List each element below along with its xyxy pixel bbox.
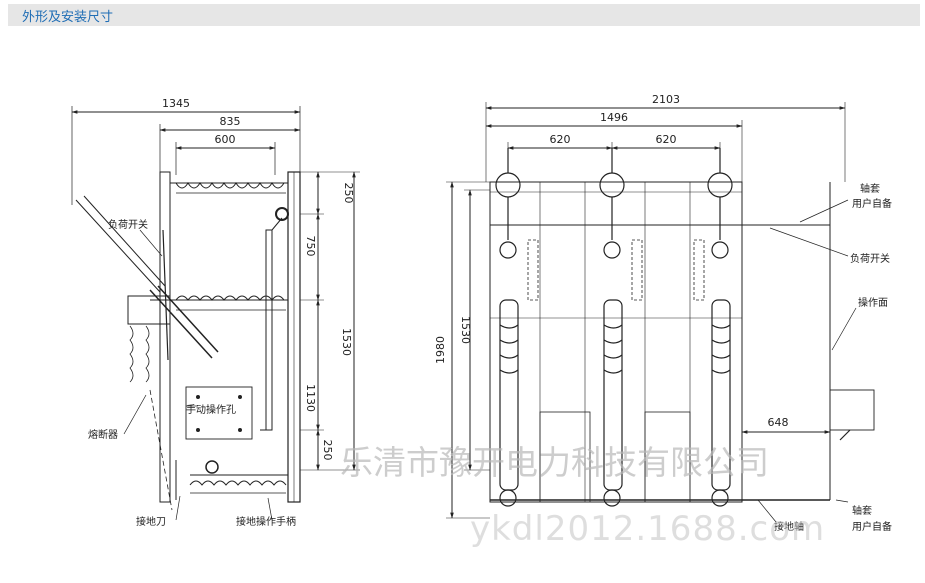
dim-835: 835 [220, 115, 241, 128]
label-load-switch-right: 负荷开关 [850, 252, 890, 265]
dim-620-left: 620 [550, 133, 571, 146]
label-load-switch-left: 负荷开关 [108, 218, 148, 231]
label-shaft-sleeve-bottom: 轴套 [852, 504, 872, 517]
header-bar: 外形及安装尺寸 [8, 4, 920, 26]
dim-1496: 1496 [600, 111, 628, 124]
dim-750: 750 [304, 236, 317, 257]
label-user-supplied-top: 用户自备 [852, 197, 892, 210]
left-side-view [71, 106, 360, 521]
dim-1980: 1980 [434, 336, 447, 364]
dim-250-top: 250 [342, 183, 355, 204]
dim-1530-left: 1530 [340, 328, 353, 356]
label-user-supplied-bottom: 用户自备 [852, 520, 892, 533]
dim-648: 648 [768, 416, 789, 429]
watermark-site: ykdl2012.1688.com [470, 509, 825, 549]
label-earthing-shaft: 接地轴 [774, 520, 804, 533]
label-shaft-sleeve-top: 轴套 [860, 182, 880, 195]
label-manual-hole: 手动操作孔 [186, 403, 236, 416]
label-fuse: 熔断器 [88, 428, 118, 441]
dim-2103: 2103 [652, 93, 680, 106]
label-earthing-switch: 接地刀 [136, 515, 166, 528]
page-title: 外形及安装尺寸 [22, 10, 114, 25]
watermark-company: 乐清市豫开电力科技有限公司 [340, 443, 769, 482]
label-operating-face: 操作面 [858, 296, 888, 309]
right-front-view [446, 102, 875, 523]
dim-600: 600 [215, 133, 236, 146]
dim-1130: 1130 [304, 384, 317, 412]
dim-250-bottom: 250 [321, 440, 334, 461]
dim-1530-right: 1530 [459, 316, 472, 344]
dim-620-right: 620 [656, 133, 677, 146]
dim-1345: 1345 [162, 97, 190, 110]
label-earthing-handle: 接地操作手柄 [236, 515, 296, 528]
